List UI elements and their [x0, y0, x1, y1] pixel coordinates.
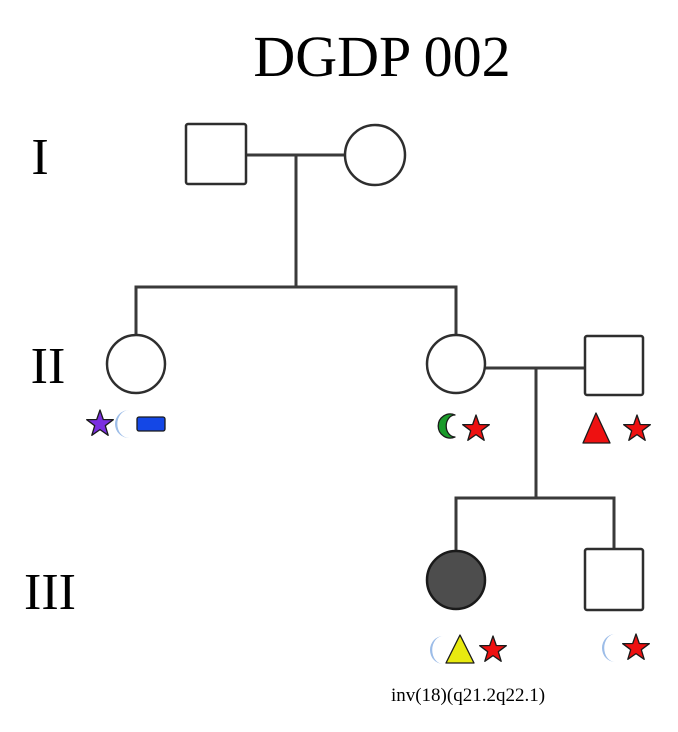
- individual-iii-2-male: [583, 547, 645, 612]
- individual-i-1-male: [184, 122, 248, 186]
- red-star-icon: [479, 635, 507, 662]
- light-blue-crescent-icon: [115, 410, 129, 438]
- symbols-ii-1: [86, 409, 166, 438]
- individual-ii-1-female: [105, 333, 167, 395]
- symbols-ii-3: [582, 412, 651, 444]
- purple-star-icon: [86, 409, 114, 436]
- pedigree-title: DGDP 002: [253, 24, 510, 89]
- symbols-iii-2: [602, 633, 650, 662]
- blue-rectangle-icon: [136, 416, 166, 432]
- generation-label-iii: III: [24, 564, 76, 621]
- generation-label-i: I: [31, 129, 48, 186]
- generation-label-ii: II: [31, 338, 66, 395]
- light-blue-crescent-icon: [430, 636, 443, 664]
- red-triangle-icon: [582, 412, 611, 444]
- light-blue-crescent-icon: [602, 634, 615, 662]
- individual-ii-3-male: [583, 334, 645, 397]
- individual-ii-2-female: [425, 333, 487, 395]
- yellow-triangle-icon: [445, 634, 475, 664]
- green-crescent-icon: [437, 413, 456, 439]
- symbols-iii-1: [430, 634, 507, 664]
- symbols-ii-2: [437, 413, 490, 441]
- individual-i-2-female: [343, 123, 407, 187]
- red-star-icon: [623, 414, 651, 441]
- red-star-icon: [462, 414, 490, 441]
- red-star-icon: [622, 633, 650, 660]
- karyotype-annotation-iii-1: inv(18)(q21.2q22.1): [391, 685, 545, 706]
- individual-iii-1-female-affected: [425, 549, 487, 611]
